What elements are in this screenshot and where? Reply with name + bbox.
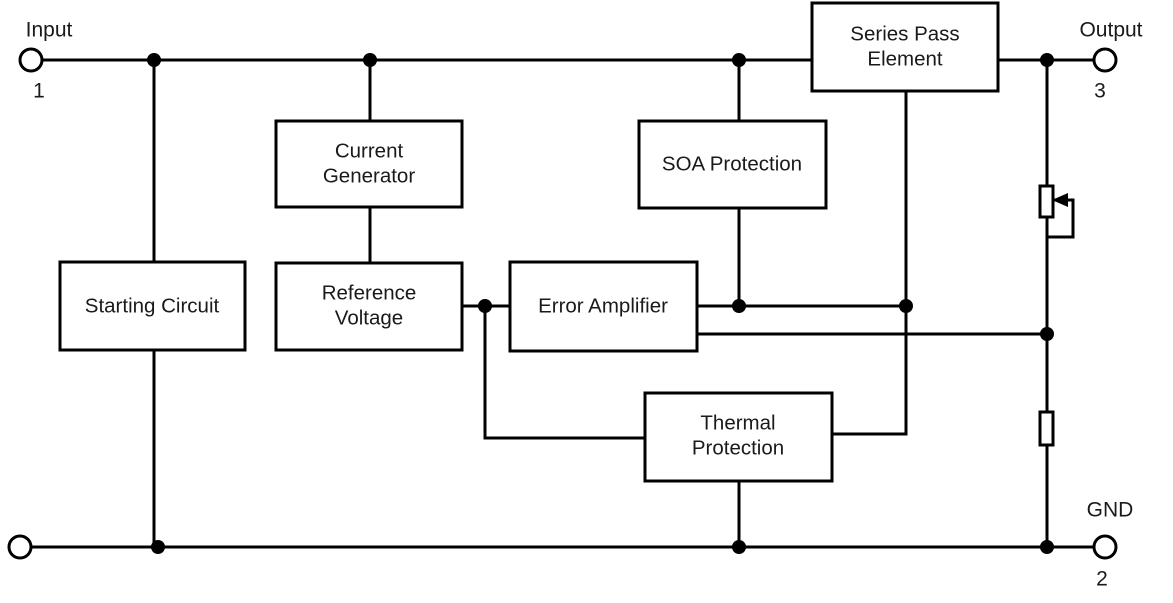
- terminal-output[interactable]: Output 3: [1079, 19, 1142, 103]
- terminal-ground[interactable]: GND 2: [1087, 499, 1134, 591]
- starting-circuit-box[interactable]: [58, 260, 247, 352]
- current-generator-box[interactable]: [274, 119, 464, 209]
- junction-feedback-node: [1040, 327, 1054, 341]
- thermal-protection-box[interactable]: [643, 391, 834, 483]
- error-amplifier-box[interactable]: [508, 260, 699, 353]
- junction-ground-tap-3: [1040, 540, 1054, 554]
- potentiometer-icon[interactable]: [1038, 184, 1055, 219]
- series-pass-element-box[interactable]: [810, 1, 1000, 93]
- junction-ground-tap-1: [151, 540, 165, 554]
- block-starting-circuit[interactable]: Starting Circuit: [58, 260, 247, 352]
- thermal-protection-label-line1: Thermal: [700, 411, 775, 434]
- output-terminal-icon[interactable]: [1092, 47, 1118, 73]
- output-pin-number: 3: [1094, 80, 1106, 103]
- block-current-generator[interactable]: Current Generator: [274, 119, 464, 209]
- starting-circuit-label: Starting Circuit: [85, 294, 220, 317]
- potentiometer-wiper-arrow-icon: [1052, 193, 1068, 207]
- output-terminal-label: Output: [1079, 19, 1142, 42]
- wire-passelement-drive: [830, 89, 908, 436]
- current-generator-label-line2: Generator: [323, 164, 415, 187]
- series-pass-element-label-line1: Series Pass: [850, 22, 959, 45]
- error-amplifier-label: Error Amplifier: [538, 294, 668, 317]
- ground-terminal-left-icon[interactable]: [7, 534, 33, 560]
- current-generator-label-line1: Current: [335, 139, 404, 162]
- terminal-layer: Input 1 Output 3 GND 2: [7, 19, 1143, 591]
- ground-terminal-icon[interactable]: [1092, 534, 1118, 560]
- input-pin-number: 1: [33, 80, 45, 103]
- block-reference-voltage[interactable]: Reference Voltage: [274, 261, 464, 352]
- block-thermal-protection[interactable]: Thermal Protection: [643, 391, 834, 483]
- reference-voltage-label-line2: Voltage: [335, 306, 403, 329]
- ground-pin-number: 2: [1096, 568, 1108, 591]
- block-error-amplifier[interactable]: Error Amplifier: [508, 260, 699, 353]
- reference-voltage-label-line1: Reference: [322, 281, 417, 304]
- junction-input-tap-2: [363, 53, 377, 67]
- junction-drive-node: [899, 299, 913, 313]
- junction-ground-tap-2: [732, 540, 746, 554]
- junction-input-tap-3: [732, 53, 746, 67]
- series-pass-element-label-line2: Element: [867, 47, 943, 70]
- input-terminal-label: Input: [26, 19, 73, 42]
- resistor-icon[interactable]: [1038, 410, 1055, 447]
- thermal-protection-label-line2: Protection: [692, 436, 784, 459]
- reference-voltage-box[interactable]: [274, 261, 464, 352]
- junction-output-tap: [1040, 53, 1054, 67]
- junction-layer: [147, 53, 1054, 554]
- soa-protection-box[interactable]: [637, 119, 828, 210]
- wire-refnode-to-thermal: [483, 304, 647, 440]
- junction-soa-node: [732, 299, 746, 313]
- soa-protection-label: SOA Protection: [662, 152, 802, 175]
- terminal-input[interactable]: Input 1: [18, 19, 73, 103]
- junction-input-tap-1: [147, 53, 161, 67]
- block-soa-protection[interactable]: SOA Protection: [637, 119, 828, 210]
- input-terminal-icon[interactable]: [18, 47, 44, 73]
- block-series-pass-element[interactable]: Series Pass Element: [810, 1, 1000, 93]
- wire-layer: [29, 58, 1107, 549]
- junction-reference-node: [478, 299, 492, 313]
- component-layer: [1038, 184, 1068, 447]
- block-layer: Series Pass Element Current Generator SO…: [58, 1, 1000, 483]
- ground-terminal-label: GND: [1087, 499, 1134, 522]
